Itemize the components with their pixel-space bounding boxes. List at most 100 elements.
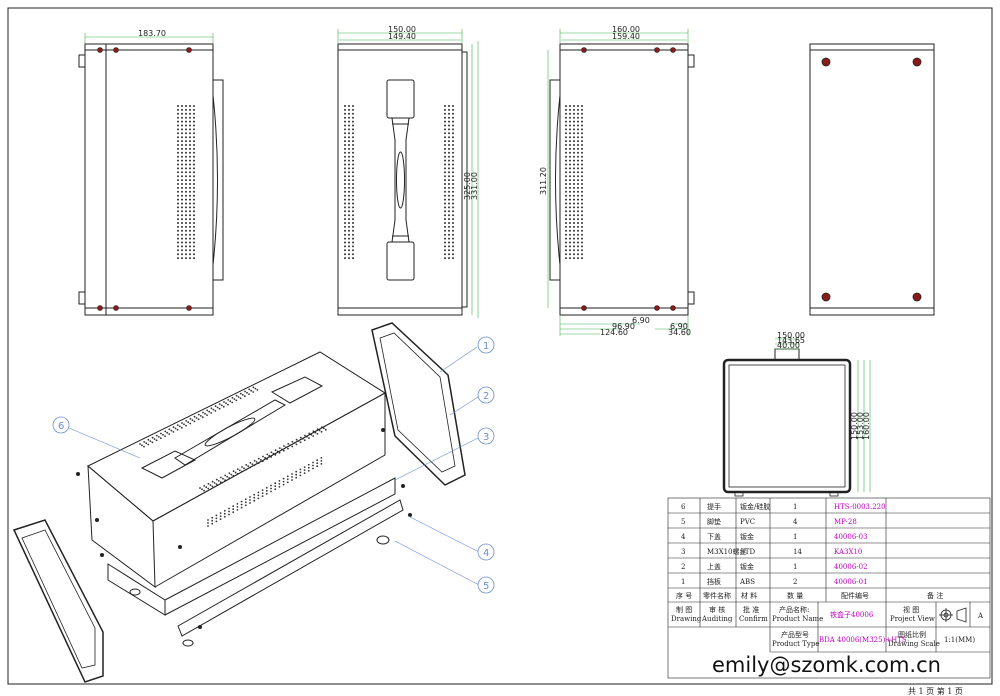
dim-160-00-v5h: 160.00 xyxy=(862,412,871,440)
dim-150-00-v2: 150.00 xyxy=(388,25,416,34)
svg-text:产品型号: 产品型号 xyxy=(781,630,809,639)
svg-text:4: 4 xyxy=(483,548,489,559)
bom-row-name: 提手 xyxy=(707,502,721,511)
dim-lines-view3 xyxy=(547,29,689,336)
dim-153-00: 153.00 xyxy=(856,412,865,440)
bom-row-material: 钣金 xyxy=(740,532,754,541)
dim-lines-view2 xyxy=(337,29,479,318)
bom-row-no: 1 xyxy=(681,578,685,586)
bom-row-name: M3X10螺丝 xyxy=(707,547,747,556)
projection-symbol-icon xyxy=(939,607,967,623)
svg-text:5: 5 xyxy=(483,581,489,592)
bom-row-no: 2 xyxy=(681,563,685,571)
bom-row-qty: 4 xyxy=(793,518,798,526)
bom-header: 序 号 零件名称 材 料 数 量 配件编号 备 注 xyxy=(676,591,943,600)
dim-lines-view1 xyxy=(84,33,214,44)
bom-row-part: HTS-0003.220 xyxy=(834,503,886,511)
bom-row-material: 钣金 xyxy=(740,562,754,571)
dim-331-00: 331.00 xyxy=(470,172,479,200)
screws-view1 xyxy=(97,47,192,311)
svg-text:1: 1 xyxy=(483,341,489,352)
dim-159-40: 159.40 xyxy=(612,32,640,41)
bom-row-qty: 1 xyxy=(793,503,797,511)
vent-holes-iso xyxy=(139,386,327,527)
dim-150-00-v5h: 150.00 xyxy=(850,412,859,440)
svg-text:配件编号: 配件编号 xyxy=(841,591,869,600)
bom-row-qty: 2 xyxy=(793,578,797,586)
svg-text:制 图: 制 图 xyxy=(676,605,692,614)
bom-row-no: 4 xyxy=(681,533,686,541)
svg-text:批 准: 批 准 xyxy=(743,605,759,614)
leader-lines xyxy=(68,346,480,586)
balloon-4: 4 xyxy=(477,543,495,561)
bom-row-name: 上盖 xyxy=(707,562,721,571)
bom-row-name: 挡板 xyxy=(707,577,721,586)
svg-text:6: 6 xyxy=(58,421,64,432)
dim-6-90-b: 6.90 xyxy=(670,322,688,331)
bom-row-qty: 1 xyxy=(793,563,797,571)
bom-row-part: 40006-01 xyxy=(834,578,868,586)
sheet-border xyxy=(7,7,993,685)
bom-table-grid xyxy=(667,497,991,679)
bom-row-material: PVC xyxy=(740,518,755,526)
dim-96-90: 96.90 xyxy=(612,322,635,331)
side-view-left xyxy=(78,43,224,316)
screws-view3 xyxy=(581,47,676,311)
svg-text:序 号: 序 号 xyxy=(676,591,692,600)
dim-149-40-v2: 149.40 xyxy=(388,32,416,41)
dim-40-00: 40.00 xyxy=(777,341,800,350)
dim-6-90-a: 6.90 xyxy=(632,316,650,325)
dim-lines-view5 xyxy=(775,338,871,492)
svg-text:Confirm: Confirm xyxy=(739,615,768,623)
bom-row-material: 钣金/硅胶 xyxy=(740,502,770,511)
dim-160-00: 160.00 xyxy=(612,25,640,34)
title-block: 制 图 Drawing 审 核 Auditing 批 准 Confirm 产品名… xyxy=(671,605,984,648)
bom-row-name: 脚垫 xyxy=(707,517,721,526)
dim-150-00-v5: 150.00 xyxy=(777,331,805,340)
bom-row-no: 5 xyxy=(681,518,685,526)
balloon-6: 6 xyxy=(52,416,70,434)
page-info: 共 1 页 第 1 页 xyxy=(908,686,963,696)
svg-text:铁盒子40006: 铁盒子40006 xyxy=(830,610,874,619)
feet-view4 xyxy=(821,57,922,302)
svg-text:Project View: Project View xyxy=(890,615,935,623)
balloon-1: 1 xyxy=(477,336,495,354)
svg-text:数 量: 数 量 xyxy=(787,591,803,600)
svg-text:Auditing: Auditing xyxy=(701,615,733,623)
contact-email: emily@szomk.com.cn xyxy=(712,653,941,677)
bom-row-part: 40006-02 xyxy=(834,563,868,571)
bom-row-qty: 1 xyxy=(793,533,797,541)
balloon-2: 2 xyxy=(477,386,495,404)
svg-text:产品名称:: 产品名称: xyxy=(779,605,809,614)
svg-text:图纸比例: 图纸比例 xyxy=(898,630,926,639)
bom-row-material: ABS xyxy=(739,578,755,586)
dim-325-00: 325.00 xyxy=(463,172,472,200)
bom-row-no: 3 xyxy=(681,548,685,556)
bom-row-part: 40006-03 xyxy=(834,533,868,541)
bom-row-no: 6 xyxy=(681,503,686,511)
bom-row-qty: 14 xyxy=(793,548,802,556)
screws-iso xyxy=(76,428,412,629)
svg-text:1:1(MM): 1:1(MM) xyxy=(944,636,975,644)
balloon-3: 3 xyxy=(477,427,495,445)
dim-183-70: 183.70 xyxy=(138,29,166,38)
svg-text:BDA 40006(M325)+HTS: BDA 40006(M325)+HTS xyxy=(819,636,907,644)
svg-text:2: 2 xyxy=(483,391,489,402)
svg-text:Product Type: Product Type xyxy=(772,640,819,648)
svg-text:视 图: 视 图 xyxy=(903,605,919,614)
svg-text:Drawing Scale: Drawing Scale xyxy=(888,640,940,648)
bom-row-part: MP-28 xyxy=(834,518,857,526)
front-view xyxy=(722,348,852,497)
svg-text:Product Name: Product Name xyxy=(772,615,823,623)
svg-text:审 核: 审 核 xyxy=(709,605,725,614)
side-view-right xyxy=(549,43,695,316)
svg-text:备 注: 备 注 xyxy=(927,591,943,600)
bom-row-name: 下盖 xyxy=(707,532,721,541)
balloon-5: 5 xyxy=(477,576,495,594)
dim-311-20: 311.20 xyxy=(539,167,548,195)
dim-124-60: 124.60 xyxy=(600,328,628,337)
dim-34-60: 34.60 xyxy=(668,328,691,337)
vent-holes-view2 xyxy=(344,105,454,260)
